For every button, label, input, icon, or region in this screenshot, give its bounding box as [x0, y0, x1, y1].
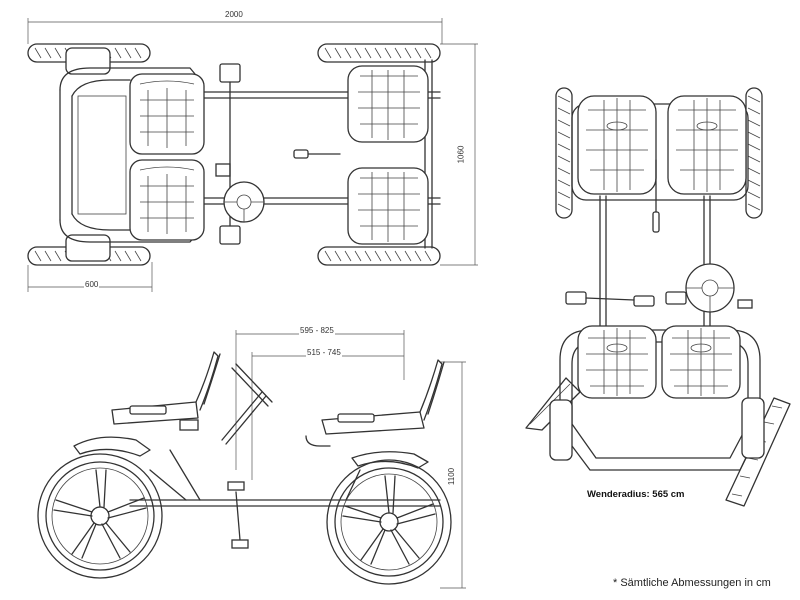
dim-side-height: 1100 [447, 467, 457, 486]
rear-wheel [37, 453, 163, 579]
dim-overhang: 600 [84, 280, 100, 289]
dim-side-outer: 595 - 825 [299, 326, 335, 335]
vertical-top-view [525, 87, 791, 507]
tire-front-right [317, 246, 441, 266]
dim-top-width: 1060 [456, 145, 466, 164]
side-view [37, 330, 466, 589]
dim-top-length: 2000 [224, 10, 244, 19]
dim-side-inner: 515 - 745 [306, 348, 342, 357]
tire-front-left [317, 43, 441, 63]
turning-radius-label: Wenderadius: 565 cm [587, 489, 685, 500]
tire-v-front-left [555, 87, 573, 219]
footnote: * Sämtliche Abmessungen in cm [613, 577, 771, 589]
top-view [27, 18, 478, 292]
front-wheel [326, 459, 452, 585]
